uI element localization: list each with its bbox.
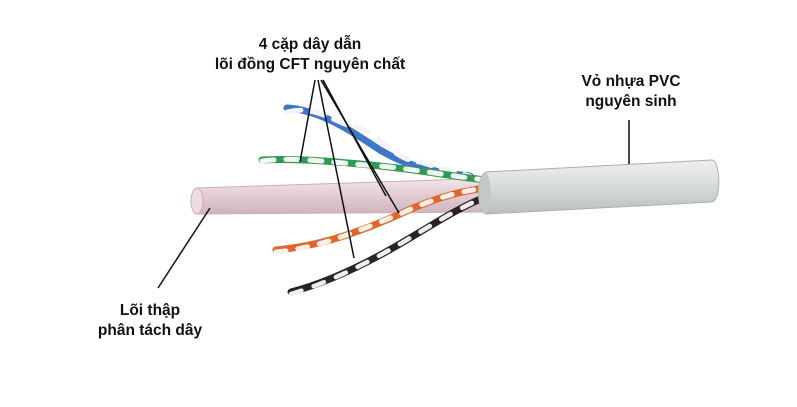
separator-core-label-line2: phân tách dây xyxy=(97,322,203,339)
leader-wires-green xyxy=(317,79,355,259)
wire-pair-orange xyxy=(272,184,489,255)
jacket-label-line2: nguyên sinh xyxy=(585,93,677,110)
wire-pairs-label-line1: 4 cặp dây dẫn xyxy=(258,36,362,53)
pvc-jacket xyxy=(478,159,720,215)
leader-wires-blue xyxy=(299,79,316,163)
leader-wires-orange xyxy=(320,79,400,214)
separator-core-label-line1: Lõi thập xyxy=(119,302,181,319)
wire-pairs-label: 4 cặp dây dẫn lõi đồng CFT nguyên chất xyxy=(180,35,440,75)
jacket-label-line1: Vỏ nhựa PVC xyxy=(581,73,681,90)
wire-pairs-label-line2: lõi đồng CFT nguyên chất xyxy=(214,56,406,73)
separator-core-label: Lõi thập phân tách dây xyxy=(70,301,230,341)
leader-core xyxy=(157,207,211,289)
leader-lines xyxy=(157,79,630,289)
wire-pair-brown xyxy=(287,192,492,297)
leader-wires-brown xyxy=(322,79,387,197)
jacket-label: Vỏ nhựa PVC nguyên sinh xyxy=(556,72,706,112)
wire-pair-green xyxy=(258,155,489,184)
